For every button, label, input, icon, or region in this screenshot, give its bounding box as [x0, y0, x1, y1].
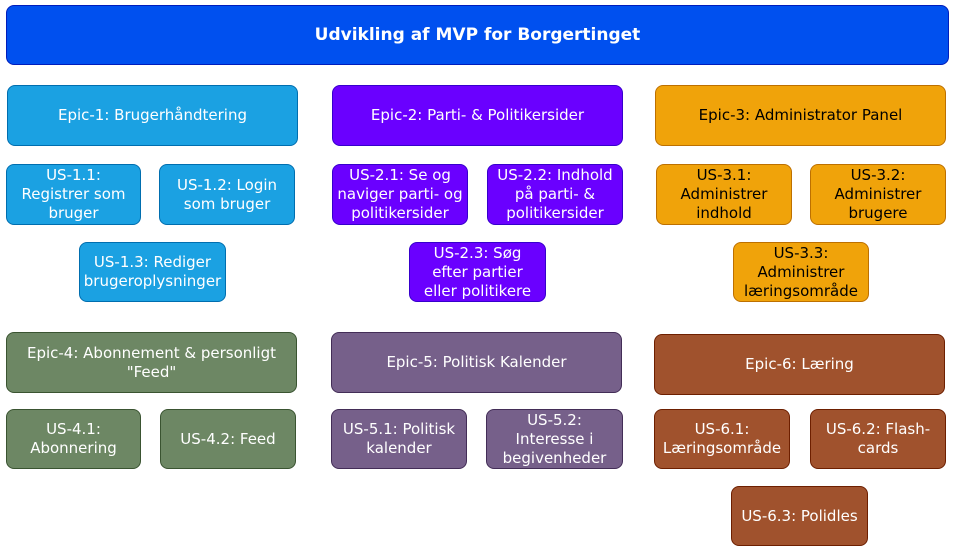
story-us-6-2: US-6.2: Flash-cards: [810, 409, 946, 469]
story-us-5-2: US-5.2: Interesse i begivenheder: [486, 409, 623, 469]
story-us-3-3: US-3.3: Administrer læringsområde: [733, 242, 869, 302]
story-us-1-1: US-1.1: Registrer som bruger: [6, 164, 141, 225]
story-us-3-1: US-3.1: Administrer indhold: [656, 164, 792, 225]
story-us-2-3: US-2.3: Søg efter partier eller politike…: [409, 242, 546, 302]
epic-5-box: Epic-5: Politisk Kalender: [331, 332, 622, 393]
story-us-6-1: US-6.1: Læringsområde: [654, 409, 790, 469]
story-us-2-2: US-2.2: Indhold på parti- & politikersid…: [487, 164, 623, 225]
epic-4-box: Epic-4: Abonnement & personligt "Feed": [6, 332, 297, 393]
story-us-4-1: US-4.1: Abonnering: [6, 409, 141, 469]
epic-3-box: Epic-3: Administrator Panel: [655, 85, 946, 146]
story-us-2-1: US-2.1: Se og naviger parti- og politike…: [332, 164, 468, 225]
story-us-6-3: US-6.3: Polidles: [731, 486, 868, 546]
story-us-3-2: US-3.2: Administrer brugere: [810, 164, 946, 225]
story-us-5-1: US-5.1: Politisk kalender: [331, 409, 467, 469]
diagram-title: Udvikling af MVP for Borgertinget: [6, 5, 949, 65]
epic-6-box: Epic-6: Læring: [654, 334, 945, 395]
story-us-4-2: US-4.2: Feed: [160, 409, 296, 469]
story-us-1-3: US-1.3: Rediger brugeroplysninger: [79, 242, 226, 302]
epic-1-box: Epic-1: Brugerhåndtering: [7, 85, 298, 146]
story-us-1-2: US-1.2: Login som bruger: [159, 164, 295, 225]
epic-2-box: Epic-2: Parti- & Politikersider: [332, 85, 623, 146]
